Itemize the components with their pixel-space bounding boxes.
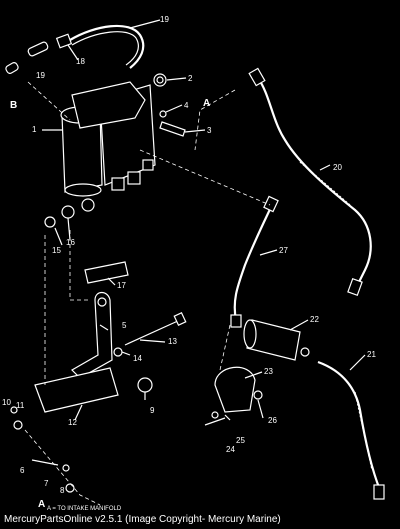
- callout-5: 5: [122, 321, 127, 330]
- hose-20: [257, 77, 372, 291]
- leader-lines: [42, 19, 366, 421]
- hose-19-upper-inner: [71, 31, 139, 66]
- clamp-4: [159, 110, 167, 118]
- hose-27-fitting-bottom: [230, 314, 242, 328]
- spacer-9: [137, 377, 153, 393]
- callout-4: 4: [184, 101, 189, 110]
- assembly-line-5: [194, 89, 236, 151]
- callout-15: 15: [52, 246, 61, 255]
- mount-boss-1: [111, 177, 125, 191]
- fitting-18: [55, 33, 73, 49]
- callout-19-left: 19: [36, 71, 45, 80]
- bracket-23: [214, 366, 256, 413]
- bracket-5: [71, 291, 113, 379]
- callout-20: 20: [333, 163, 342, 172]
- spacer-17: [84, 261, 129, 284]
- fuel-filter-outlet: [300, 347, 310, 357]
- hose-20-braid: [299, 161, 351, 206]
- assembly-line-6: [24, 429, 101, 506]
- image-caption: MercuryPartsOnline v2.5.1 (Image Copyrig…: [4, 514, 281, 525]
- washer-14: [113, 347, 123, 357]
- bracket-5-hole: [97, 297, 107, 307]
- assembly-line-7: [219, 324, 231, 371]
- screw-24: [204, 417, 226, 426]
- fitting-3: [159, 121, 186, 137]
- intake-manifold-note: A = TO INTAKE MANIFOLD: [47, 506, 122, 512]
- washer-16: [61, 205, 75, 219]
- callout-14: 14: [133, 354, 142, 363]
- callout-16: 16: [66, 238, 75, 247]
- pump-head: [71, 81, 146, 129]
- hose-20-fitting-top: [248, 67, 266, 87]
- fitting-2: [153, 73, 167, 87]
- callout-A-top: A: [203, 98, 210, 109]
- hose-19-short: [27, 41, 49, 57]
- washer-7: [62, 464, 70, 472]
- callout-24: 24: [226, 445, 235, 454]
- callout-1: 1: [32, 125, 37, 134]
- callout-3: 3: [207, 126, 212, 135]
- washer-26: [253, 390, 263, 400]
- callout-B: B: [10, 100, 17, 111]
- callout-21: 21: [367, 350, 376, 359]
- hose-21-braid: [354, 391, 373, 471]
- callout-11: 11: [16, 401, 25, 410]
- hose-19-upper: [69, 24, 145, 69]
- callout-17: 17: [117, 281, 126, 290]
- mount-boss-3: [142, 159, 154, 171]
- bolt-13: [124, 319, 181, 346]
- callout-8: 8: [60, 486, 65, 495]
- pump-mount-eye: [81, 198, 95, 212]
- callout-26: 26: [268, 416, 277, 425]
- callout-2: 2: [188, 74, 193, 83]
- mount-boss-2: [127, 171, 141, 185]
- callout-19-top: 19: [160, 15, 169, 24]
- assembly-line-2: [139, 149, 271, 206]
- hose-27: [233, 204, 273, 321]
- hose-20-fitting-bottom: [347, 277, 363, 297]
- washer-10: [10, 406, 18, 414]
- fuel-filter-end: [243, 319, 257, 349]
- callout-23: 23: [264, 367, 273, 376]
- nut-11: [13, 420, 23, 430]
- callout-12: 12: [68, 418, 77, 427]
- assembly-line-1: [27, 81, 71, 121]
- callout-7: 7: [44, 479, 49, 488]
- callout-18: 18: [76, 57, 85, 66]
- nut-15: [44, 216, 56, 228]
- callout-A-bottom: A: [38, 499, 45, 510]
- washer-25: [211, 411, 219, 419]
- fitting-2-inner: [156, 76, 164, 84]
- callout-10: 10: [2, 398, 11, 407]
- cap-fitting: [5, 62, 19, 74]
- callout-9: 9: [150, 406, 155, 415]
- washer-8: [65, 483, 75, 493]
- callout-27: 27: [279, 246, 288, 255]
- callout-13: 13: [168, 337, 177, 346]
- fuel-pump-bottom: [64, 183, 102, 197]
- callout-6: 6: [20, 466, 25, 475]
- hose-21: [317, 360, 382, 491]
- bolt-13-head: [173, 311, 187, 327]
- callout-22: 22: [310, 315, 319, 324]
- plate-12: [34, 367, 119, 413]
- callout-25: 25: [236, 436, 245, 445]
- assembly-line-3: [69, 230, 90, 301]
- hose-27-fitting-top: [263, 195, 279, 213]
- hose-21-fitting: [373, 484, 385, 500]
